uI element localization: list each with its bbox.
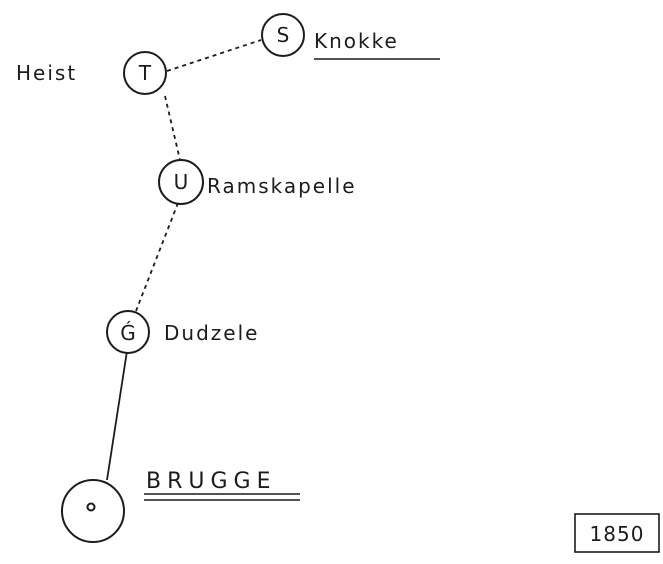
node-center-dot-brugge [86,502,96,512]
node-ramskapelle: U Ramskapelle [158,159,357,205]
node-letter-heist: T [138,61,152,85]
place-label-brugge: BRUGGE [146,469,276,494]
node-circle-dudzele [106,310,150,354]
year-box [574,513,660,553]
year-badge: 1850 [574,513,660,553]
connector-heist-ramskapelle [164,95,181,161]
node-letter-dudzele: Ǵ [120,321,136,345]
node-circle-heist [123,51,167,95]
connector-ramskapelle-dudzele [135,202,179,312]
node-letter-knokke: S [277,23,290,47]
connector-heist-knokke [166,39,262,72]
node-circle-knokke [261,13,305,57]
node-letter-ramskapelle: U [174,170,189,194]
place-label-ramskapelle: Ramskapelle [207,174,357,198]
place-label-dudzele: Dudzele [164,321,259,345]
year-label: 1850 [590,522,645,546]
node-circle-ramskapelle [158,159,204,205]
place-label-knokke: Knokke [314,29,399,53]
place-label-heist: Heist [16,61,77,85]
node-heist: T Heist [16,51,167,95]
node-dudzele: Ǵ Dudzele [106,310,259,354]
node-brugge: BRUGGE [61,469,300,543]
connector-dudzele-brugge [106,350,128,481]
node-knokke: S Knokke [261,13,440,60]
